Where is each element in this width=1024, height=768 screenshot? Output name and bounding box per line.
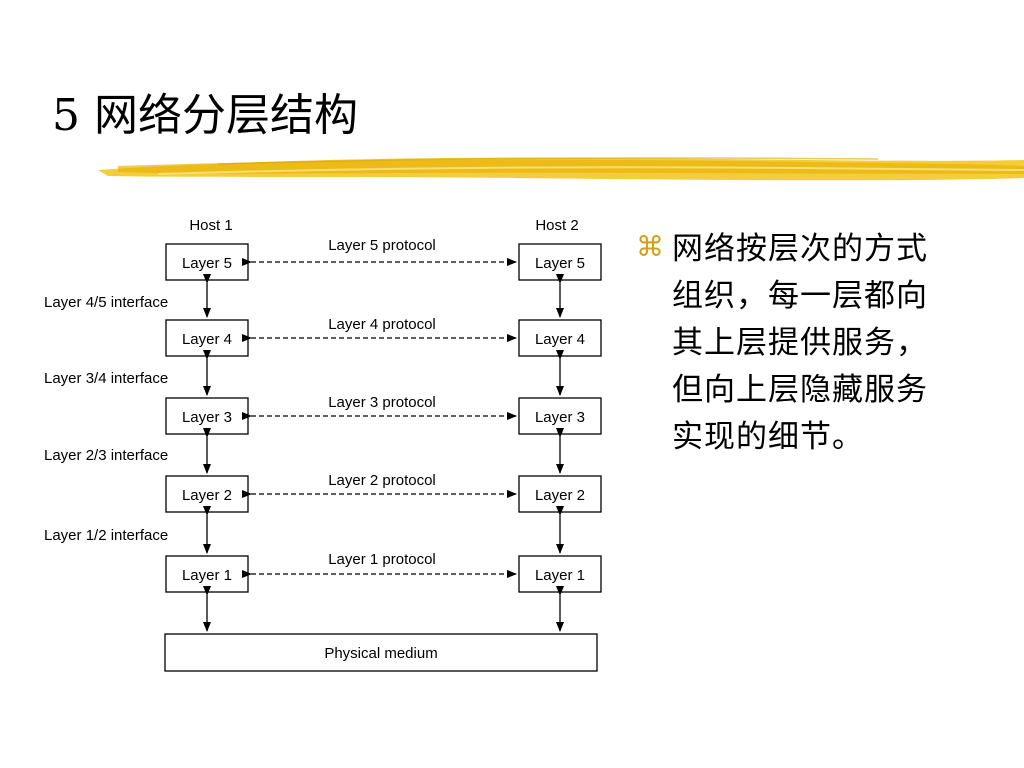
host2-layer1-label: Layer 1	[535, 567, 585, 584]
host2-layer4-label: Layer 4	[535, 331, 585, 348]
host1-layer1-label: Layer 1	[182, 567, 232, 584]
physical-medium-box	[164, 633, 598, 672]
layer5-protocol-label: Layer 5 protocol	[328, 237, 436, 254]
bullet-item: ⌘ 网络按层次的方式组织，每一层都向其上层提供服务，但向上层隐藏服务实现的细节。	[636, 226, 956, 461]
title-highlight-stroke	[98, 157, 1024, 181]
host1-layer3-label: Layer 3	[182, 409, 232, 426]
host2-layer2-label: Layer 2	[535, 487, 585, 504]
layer4-protocol-label: Layer 4 protocol	[328, 316, 436, 333]
host1-layer2-label: Layer 2	[182, 487, 232, 504]
layer2-protocol-label: Layer 2 protocol	[328, 472, 436, 489]
slide-title: 5 网络分层结构	[52, 90, 358, 141]
layer34-interface-label: Layer 3/4 interface	[44, 370, 168, 387]
bullet-text: 网络按层次的方式组织，每一层都向其上层提供服务，但向上层隐藏服务实现的细节。	[672, 231, 928, 455]
host2-layer5-label: Layer 5	[535, 255, 585, 272]
host2-label: Host 2	[535, 217, 578, 234]
layer23-interface-label: Layer 2/3 interface	[44, 447, 168, 464]
host1-layer5-label: Layer 5	[182, 255, 232, 272]
host1-layer4-label: Layer 4	[182, 331, 232, 348]
command-icon: ⌘	[636, 230, 664, 263]
host2-layer3-label: Layer 3	[535, 409, 585, 426]
layer45-interface-label: Layer 4/5 interface	[44, 294, 168, 311]
layer1-protocol-label: Layer 1 protocol	[328, 551, 436, 568]
layer3-protocol-label: Layer 3 protocol	[328, 394, 436, 411]
host1-label: Host 1	[189, 217, 232, 234]
layer12-interface-label: Layer 1/2 interface	[44, 527, 168, 544]
physical-medium-label: Physical medium	[324, 645, 437, 662]
